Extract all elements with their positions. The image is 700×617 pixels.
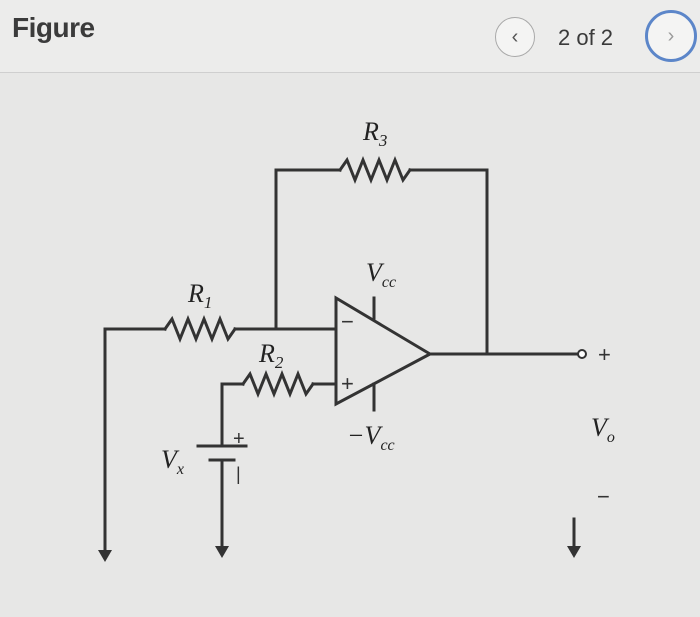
resistor-r1: [162, 314, 238, 344]
circuit-diagram: R3 R1 R2 Vcc −Vcc Vx Vo − + + | + −: [98, 117, 615, 562]
input-wire-left: [103, 327, 167, 554]
label-vo: Vo: [591, 413, 615, 446]
label-r2: R2: [258, 339, 284, 372]
feedback-wire: [274, 168, 342, 330]
label-vx: Vx: [161, 445, 184, 478]
page-counter: 2 of 2: [558, 25, 614, 50]
figure-header: Figure ‹ 2 of 2 ›: [0, 0, 700, 73]
opamp-body: [334, 295, 434, 407]
figure-title: Figure: [12, 12, 95, 43]
feedback-wire-right: [408, 168, 489, 356]
label-r1: R1: [187, 279, 212, 312]
arrow-left-icon: [98, 550, 112, 562]
label-r3: R3: [362, 117, 387, 150]
battery-minus-sign: |: [236, 464, 241, 484]
arrow-battery-icon: [215, 546, 229, 558]
output-minus-sign: −: [597, 484, 610, 509]
chevron-right-icon: ›: [667, 24, 675, 47]
label-vcc-positive: Vcc: [366, 258, 396, 291]
chevron-left-icon: ‹: [511, 25, 519, 48]
opamp-minus-sign: −: [341, 309, 354, 334]
noninv-wire: [220, 382, 245, 404]
opamp-plus-sign: +: [341, 371, 354, 396]
arrow-output-icon: [567, 546, 581, 558]
battery-plus-sign: +: [233, 428, 245, 450]
previous-button[interactable]: ‹: [495, 17, 535, 57]
output-terminal: [577, 349, 587, 359]
label-vcc-negative: −Vcc: [347, 421, 395, 454]
next-button[interactable]: ›: [645, 10, 697, 62]
output-plus-sign: +: [598, 342, 611, 367]
resistor-r2: [240, 369, 316, 399]
resistor-r3: [337, 155, 413, 185]
